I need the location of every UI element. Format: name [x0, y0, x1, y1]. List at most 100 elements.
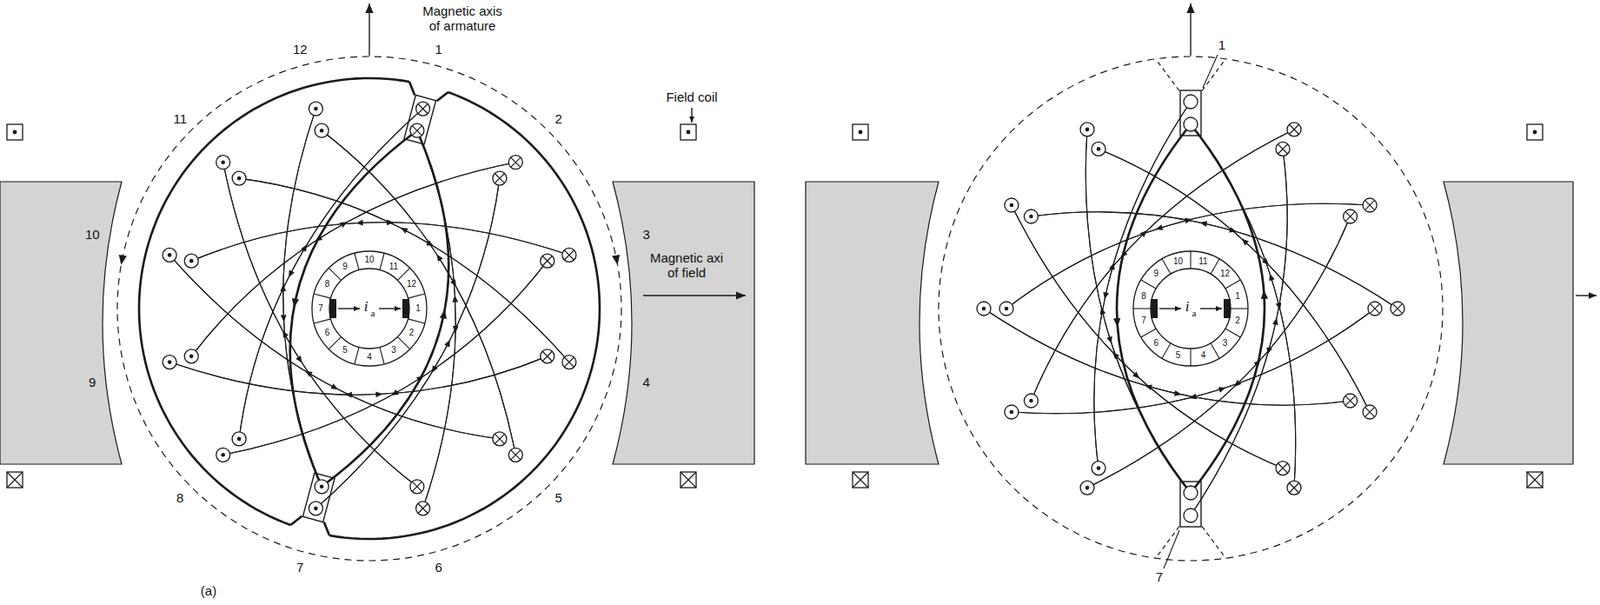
- conductor: [232, 171, 246, 186]
- coil-lead: [437, 92, 449, 101]
- subfigure-label: (a): [200, 583, 217, 598]
- conductor: [1091, 461, 1106, 476]
- field-axis-arrow-head: [1588, 292, 1597, 299]
- end-connection: [1087, 216, 1351, 488]
- coil-number: 9: [88, 375, 96, 391]
- coil-number: 6: [435, 559, 443, 575]
- conductor: [314, 479, 329, 494]
- commutator-segment-number: 11: [389, 261, 399, 273]
- current-out-dot: [1029, 398, 1034, 404]
- current-out-dot: [686, 130, 691, 135]
- current-in-cross: [852, 471, 869, 488]
- current-out-dot: [13, 130, 18, 135]
- current-in-cross: [1365, 406, 1375, 417]
- segment-divider: [313, 293, 331, 299]
- highlighted-coil: [290, 130, 418, 487]
- conductor: [216, 155, 231, 170]
- current-out-dot: [1533, 130, 1538, 135]
- current-in-cross: [1365, 199, 1375, 210]
- current-in-cross: [564, 250, 574, 260]
- commutator-segment-number: 6: [325, 327, 331, 339]
- end-connection-arrow: [1272, 318, 1279, 326]
- conductor: [1362, 404, 1377, 419]
- coil-number: 8: [176, 490, 184, 505]
- current-in-cross: [411, 481, 422, 492]
- end-connection-arrow: [1241, 239, 1249, 246]
- conductor: [1023, 209, 1038, 224]
- conductor: [1183, 485, 1198, 500]
- end-connection-arrow: [1112, 351, 1120, 359]
- current-out-dot: [319, 128, 325, 133]
- current-in-cross: [1277, 144, 1288, 154]
- conductor: [308, 501, 323, 516]
- commutator-segment-number: 9: [1154, 269, 1160, 280]
- current-in-cross: [1288, 483, 1299, 493]
- current-out-dot: [1096, 146, 1102, 152]
- current-subscript: a: [1192, 307, 1197, 319]
- conductor: [410, 123, 425, 138]
- conductor: [184, 253, 199, 268]
- coil-number: 10: [85, 226, 100, 242]
- segment-divider: [354, 346, 359, 364]
- coil-sequence-ring: [117, 56, 622, 561]
- conductor: [999, 301, 1014, 316]
- commutator-segment-number: 2: [409, 327, 415, 339]
- current-out-dot: [319, 484, 325, 489]
- conductor: [976, 301, 991, 316]
- conductor: [540, 253, 555, 268]
- coil-number: 2: [555, 112, 563, 127]
- field-coil-side: [680, 471, 697, 488]
- segment-divider: [354, 252, 359, 270]
- segment-divider: [1210, 343, 1220, 359]
- segment-divider: [1141, 279, 1156, 289]
- current-in-cross: [511, 157, 521, 167]
- current-out-dot: [237, 176, 242, 181]
- coil-lead: [1155, 526, 1180, 559]
- segment-divider: [1225, 328, 1241, 338]
- slot-box: [302, 472, 335, 522]
- segment-divider: [379, 346, 385, 364]
- field-coil-side: [6, 124, 23, 140]
- end-connection-arrow: [400, 227, 409, 234]
- current-in-cross: [1369, 303, 1380, 313]
- commutator-segment-number: 1: [1234, 291, 1241, 302]
- end-connection-arrow: [436, 253, 443, 262]
- commutator-segment-number: 3: [1222, 338, 1229, 349]
- field-axis-arrow-head: [736, 291, 746, 299]
- pole-piece: [805, 181, 939, 465]
- armature-axis-arrow-head: [365, 3, 373, 14]
- end-connection-arrow: [1228, 226, 1237, 233]
- armature-axis-arrow-head: [1186, 3, 1195, 14]
- slot-box: [1180, 481, 1202, 527]
- end-connection-arrow: [345, 391, 352, 399]
- segment-divider: [379, 252, 385, 270]
- highlighted-coil: [1190, 124, 1265, 493]
- current-in-cross: [542, 351, 552, 361]
- end-connection-arrow: [300, 244, 307, 253]
- current-arrow-head: [1175, 305, 1182, 312]
- conductor: [562, 247, 577, 262]
- end-connection: [1030, 129, 1295, 401]
- end-connection: [1087, 216, 1351, 488]
- brush: [402, 298, 410, 319]
- current-out-dot: [167, 359, 173, 365]
- segment-divider: [1161, 258, 1171, 274]
- conductor: [1367, 301, 1382, 316]
- commutator-segment-number: 2: [1234, 316, 1241, 327]
- field-coil-label: Field coil: [665, 89, 718, 105]
- end-connection-arrow: [444, 339, 451, 348]
- commutator-segment-number: 4: [1201, 350, 1207, 361]
- conductor: [562, 355, 577, 370]
- current-arrow-head: [1215, 305, 1222, 312]
- slot-box: [404, 94, 437, 144]
- coil-lead: [409, 81, 415, 95]
- current-in-cross: [1345, 211, 1355, 221]
- segment-divider: [407, 293, 425, 299]
- end-connection-arrow: [282, 330, 289, 339]
- current-symbol: i: [1185, 298, 1190, 316]
- commutator: [312, 251, 427, 366]
- coil-number: 3: [643, 226, 651, 242]
- armature-figure: [117, 56, 622, 561]
- coil-lead: [1155, 59, 1180, 92]
